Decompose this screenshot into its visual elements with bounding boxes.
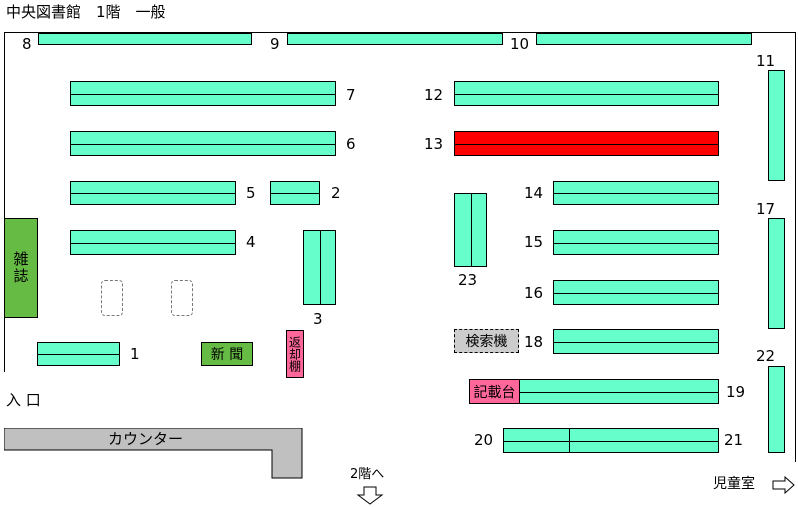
shelf-label-14: 14 — [524, 184, 544, 202]
shelf-5[interactable] — [70, 181, 236, 205]
shelf-6[interactable] — [70, 131, 336, 156]
shelf-label-11: 11 — [756, 52, 776, 70]
shelf-4[interactable] — [70, 230, 236, 255]
shelf-label-1: 1 — [130, 345, 140, 363]
shelf-11[interactable] — [768, 70, 785, 181]
shelf-label-7: 7 — [346, 86, 356, 104]
counter-label: カウンター — [108, 430, 184, 448]
reading-table-left — [101, 280, 123, 316]
wall-top — [4, 32, 796, 33]
newspaper-rack[interactable]: 新 聞 — [201, 342, 253, 366]
shelf-label-16: 16 — [524, 284, 544, 302]
shelf-3[interactable] — [303, 230, 336, 305]
shelf-12[interactable] — [454, 81, 719, 106]
shelf-label-20: 20 — [474, 431, 494, 449]
map-title: 中央図書館 1階 一般 — [6, 3, 166, 21]
shelf-label-22: 22 — [756, 347, 776, 365]
entrance-label: 入 口 — [6, 391, 41, 409]
shelf-label-2: 2 — [331, 184, 341, 202]
reading-table-right — [171, 280, 193, 316]
shelf-label-19: 19 — [726, 383, 746, 401]
shelf-label-23: 23 — [458, 271, 478, 289]
shelf-15[interactable] — [553, 230, 719, 255]
shelf-label-18: 18 — [524, 333, 544, 351]
shelf-label-5: 5 — [246, 184, 256, 202]
stairs-label: 2階へ — [350, 467, 385, 482]
shelf-10[interactable] — [536, 33, 752, 45]
down-arrow-icon[interactable] — [356, 486, 384, 506]
shelf-label-9: 9 — [270, 35, 280, 53]
shelf-9[interactable] — [287, 33, 503, 45]
writing-desk[interactable]: 記載台 — [469, 379, 520, 404]
shelf-20[interactable] — [503, 428, 570, 453]
return-shelf[interactable]: 返却棚 — [286, 330, 304, 378]
shelf-21[interactable] — [569, 428, 719, 453]
shelf-14[interactable] — [553, 181, 719, 205]
shelf-19[interactable] — [519, 379, 719, 404]
shelf-8[interactable] — [38, 33, 252, 45]
shelf-17[interactable] — [768, 218, 785, 329]
shelf-22[interactable] — [768, 366, 785, 453]
magazine-rack[interactable]: 雑誌 — [4, 218, 38, 318]
shelf-label-13: 13 — [424, 135, 444, 153]
shelf-label-15: 15 — [524, 233, 544, 251]
shelf-label-12: 12 — [424, 86, 444, 104]
shelf-label-4: 4 — [246, 233, 256, 251]
shelf-13-highlighted[interactable] — [454, 131, 719, 156]
shelf-7[interactable] — [70, 81, 336, 106]
shelf-18[interactable] — [553, 329, 719, 354]
shelf-label-8: 8 — [22, 35, 32, 53]
wall-right — [795, 32, 796, 462]
right-arrow-icon[interactable] — [772, 476, 796, 494]
shelf-label-10: 10 — [510, 35, 530, 53]
shelf-1[interactable] — [37, 342, 120, 366]
counter — [4, 428, 303, 479]
shelf-2[interactable] — [270, 181, 320, 205]
shelf-16[interactable] — [553, 280, 719, 305]
shelf-label-21: 21 — [724, 431, 744, 449]
search-terminal[interactable]: 検索機 — [454, 329, 519, 353]
shelf-label-6: 6 — [346, 135, 356, 153]
children-room-label: 児童室 — [713, 476, 755, 492]
shelf-label-17: 17 — [756, 200, 776, 218]
shelf-label-3: 3 — [313, 310, 323, 328]
wall-left — [4, 32, 5, 372]
shelf-23[interactable] — [454, 193, 487, 267]
